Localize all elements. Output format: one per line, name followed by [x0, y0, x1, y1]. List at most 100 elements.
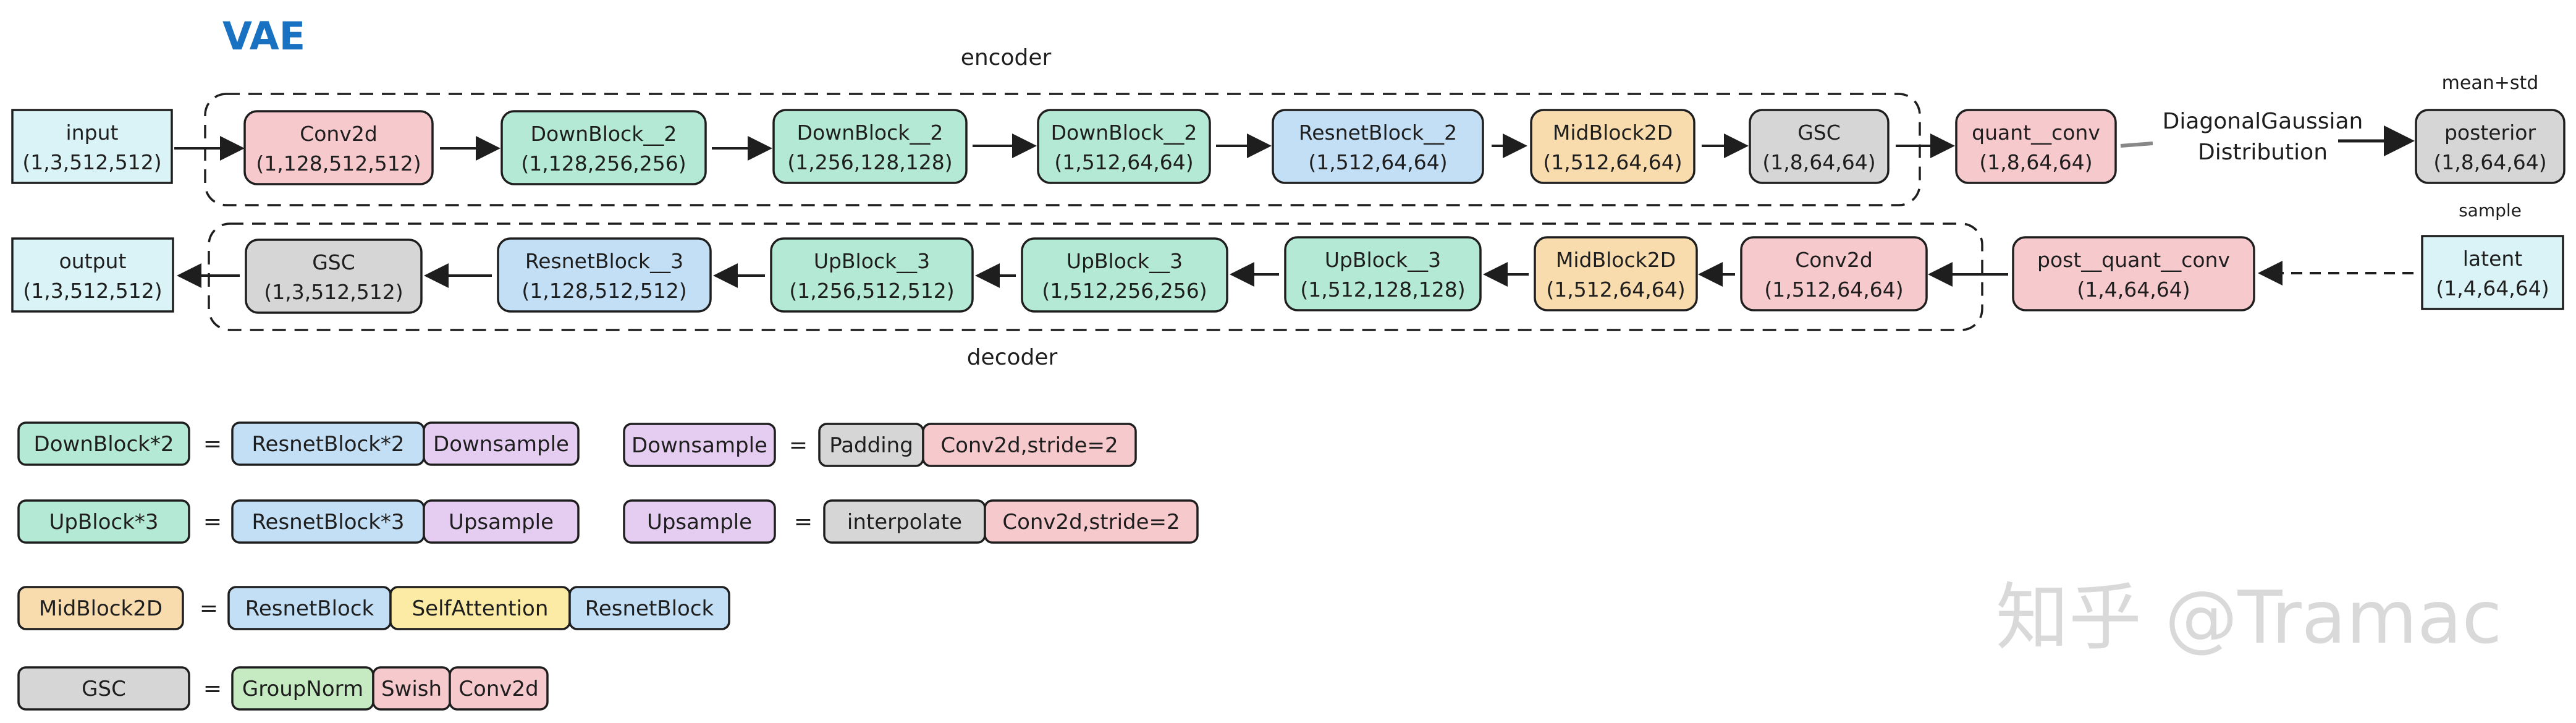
legend-part-label: ResnetBlock: [245, 596, 374, 621]
node-name: GSC: [312, 250, 355, 274]
encoder-downblock-node-1: DownBlock__2 (1,128,256,256): [500, 110, 707, 185]
distribution-label-line1: DiagonalGaussian: [2163, 109, 2363, 134]
decoder-upblock-node-1: UpBlock__3 (1,512,128,128): [1284, 236, 1482, 311]
decoder-midblock-node: MidBlock2D (1,512,64,64): [1534, 236, 1698, 311]
legend-lhs-box: [623, 499, 776, 544]
posterior-node: posterior (1,8,64,64): [2415, 109, 2565, 184]
encoder-midblock-node: MidBlock2D (1,512,64,64): [1530, 109, 1696, 184]
node-shape: (1,512,128,128): [1300, 277, 1465, 302]
legend-part-label: interpolate: [847, 510, 962, 535]
legend-part-box: [423, 421, 580, 466]
node-shape: (1,512,64,64): [1764, 277, 1903, 302]
legend-part-label: ResnetBlock*2: [251, 432, 404, 457]
distribution-label-line2: Distribution: [2198, 140, 2328, 165]
encoder-downblock-node-2: DownBlock__2 (1,256,128,128): [772, 109, 968, 184]
node-name: Conv2d: [300, 122, 378, 146]
legend-equals: =: [200, 596, 218, 621]
legend-part-label: GroupNorm: [242, 677, 363, 701]
legend-lhs-box: [17, 421, 190, 466]
node-shape: (1,8,64,64): [1979, 150, 2092, 174]
node-shape: (1,512,64,64): [1543, 150, 1682, 174]
quant-conv-node: quant__conv (1,8,64,64): [1955, 109, 2117, 184]
legend-part-label: Upsample: [449, 510, 554, 535]
encoder-label: encoder: [961, 45, 1052, 70]
legend-downblock-row: DownBlock*2 = ResnetBlock*2 Downsample: [17, 421, 580, 466]
legend-lhs-box: [17, 499, 190, 544]
legend-part-label: Padding: [829, 433, 913, 458]
post-quant-conv-node: post__quant__conv (1,4,64,64): [2012, 236, 2255, 311]
encoder-downblock-node-3: DownBlock__2 (1,512,64,64): [1037, 109, 1211, 184]
legend-equals: =: [203, 431, 222, 457]
node-name: ResnetBlock__3: [525, 249, 683, 273]
node-name: MidBlock2D: [1553, 120, 1673, 145]
node-name: DownBlock__2: [1051, 120, 1197, 145]
diagram-title: VAE: [222, 14, 305, 59]
node-shape: (1,256,512,512): [789, 279, 954, 303]
legend-downsample-row: Downsample = Padding Conv2d,stride=2: [623, 423, 1137, 467]
node-name: UpBlock__3: [1325, 248, 1441, 272]
node-shape: (1,256,128,128): [787, 150, 952, 174]
node-name: GSC: [1797, 120, 1841, 145]
node-name: quant__conv: [1972, 120, 2100, 145]
encoder-input-node: input (1,3,512,512): [11, 109, 173, 184]
node-name: output: [59, 249, 127, 273]
node-shape: (1,4,64,64): [2436, 276, 2549, 300]
legend-part-label: Conv2d,stride=2: [1002, 510, 1180, 535]
latent-node: latent (1,4,64,64): [2421, 235, 2564, 310]
sample-label: sample: [2459, 200, 2522, 221]
legend-equals: =: [789, 433, 808, 458]
node-shape: (1,8,64,64): [1762, 150, 1875, 174]
watermark: 知乎 @Tramac: [1996, 575, 2502, 660]
node-shape: (1,512,256,256): [1042, 279, 1207, 303]
legend-part-box: [423, 499, 580, 544]
node-name: MidBlock2D: [1556, 248, 1676, 272]
node-name: post__quant__conv: [2037, 248, 2230, 272]
legend-lhs-label: DownBlock*2: [34, 432, 174, 457]
node-name: ResnetBlock__2: [1299, 120, 1457, 145]
decoder-label: decoder: [967, 345, 1058, 370]
decoder-conv2d-node: Conv2d (1,512,64,64): [1740, 236, 1928, 311]
encoder-gsc-node: GSC (1,8,64,64): [1749, 109, 1890, 184]
legend-equals: =: [203, 676, 222, 701]
node-shape: (1,128,256,256): [521, 151, 686, 175]
legend-part-box: [984, 499, 1199, 544]
node-name: Conv2d: [1795, 248, 1873, 272]
legend-lhs-box: [623, 423, 776, 467]
encoder-conv2d-node: Conv2d (1,128,512,512): [243, 110, 434, 185]
decoder-upblock-node-3: UpBlock__3 (1,256,512,512): [770, 237, 974, 313]
node-shape: (1,512,64,64): [1546, 277, 1685, 302]
node-shape: (1,512,64,64): [1054, 150, 1193, 174]
legend-lhs-label: GSC: [82, 677, 126, 701]
node-name: UpBlock__3: [1066, 249, 1183, 273]
legend-gsc-row: GSC = GroupNorm Swish Conv2d: [17, 666, 549, 711]
decoder-resnetblock-node: ResnetBlock__3 (1,128,512,512): [497, 237, 712, 313]
legend-part-box: [568, 586, 730, 630]
node-name: DownBlock__2: [797, 120, 944, 145]
legend-equals: =: [203, 509, 222, 535]
edge-quant-conv-to-distribution: [2120, 142, 2153, 148]
node-shape: (1,3,512,512): [23, 279, 162, 303]
legend-part-label: SelfAttention: [412, 596, 549, 621]
legend-part-box: [449, 666, 549, 711]
legend-part-label: Conv2d,stride=2: [940, 433, 1118, 458]
node-name: latent: [2463, 247, 2523, 271]
node-name: posterior: [2444, 120, 2536, 145]
legend-midblock-row: MidBlock2D = ResnetBlock SelfAttention R…: [17, 586, 730, 630]
node-shape: (1,3,512,512): [264, 280, 403, 304]
legend-part-label: Swish: [381, 677, 442, 701]
decoder-upblock-node-2: UpBlock__3 (1,512,256,256): [1021, 237, 1228, 313]
legend-lhs-label: Downsample: [631, 433, 767, 458]
legend-lhs-label: UpBlock*3: [49, 510, 158, 535]
node-name: DownBlock__2: [531, 122, 677, 146]
legend-upblock-row: UpBlock*3 = ResnetBlock*3 Upsample: [17, 499, 580, 544]
node-shape: (1,3,512,512): [22, 150, 161, 174]
legend-part-label: ResnetBlock*3: [251, 510, 404, 535]
node-shape: (1,512,64,64): [1308, 150, 1447, 174]
legend-lhs-label: Upsample: [647, 510, 752, 535]
mean-std-label: mean+std: [2442, 72, 2539, 94]
node-shape: (1,128,512,512): [256, 151, 421, 175]
legend-equals: =: [794, 509, 813, 535]
node-name: input: [66, 120, 119, 145]
legend-upsample-row: Upsample = interpolate Conv2d,stride=2: [623, 499, 1199, 544]
